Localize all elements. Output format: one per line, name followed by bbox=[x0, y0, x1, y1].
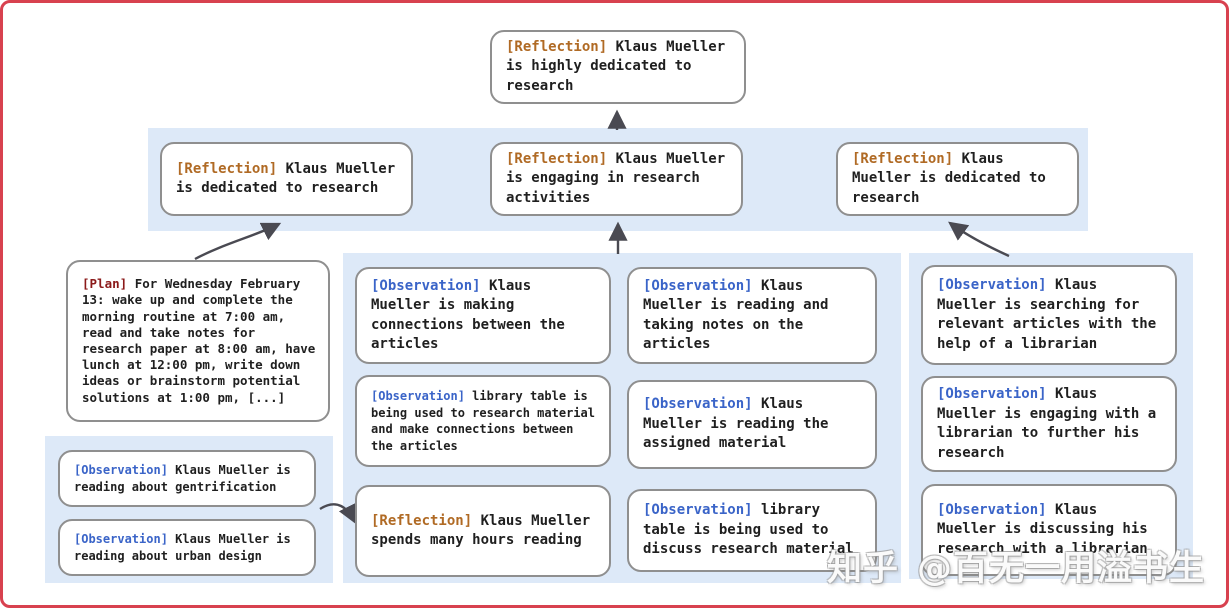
node-text: [Plan] For Wednesday February 13: wake u… bbox=[82, 276, 316, 406]
arrow-right-band-to-right-reflection bbox=[948, 221, 1010, 258]
observation-node-engaging-librarian: [Observation] Klaus Mueller is engaging … bbox=[921, 376, 1177, 472]
observation-tag: [Observation] bbox=[643, 277, 753, 294]
node-body-text: Klaus Mueller is engaging with a librari… bbox=[937, 386, 1157, 461]
node-text: [Observation] Klaus Mueller is reading a… bbox=[74, 462, 302, 495]
node-body-text: Klaus Mueller is reading about urban des… bbox=[74, 532, 291, 563]
node-body-text: library table is being used to research … bbox=[371, 389, 595, 453]
node-text: [Reflection] Klaus Mueller is dedicated … bbox=[176, 160, 399, 199]
node-body-text: Klaus Mueller is searching for relevant … bbox=[937, 277, 1157, 352]
node-text: [Reflection] Klaus Mueller is highly ded… bbox=[506, 38, 732, 97]
node-body-text: library table is being used to discuss r… bbox=[643, 502, 854, 558]
node-text: [Reflection] Klaus Mueller is dedicated … bbox=[852, 150, 1065, 209]
observation-node-making-connections: [Observation] Klaus Mueller is making co… bbox=[355, 267, 611, 364]
node-text: [Observation] Klaus Mueller is reading a… bbox=[74, 531, 302, 564]
reflection-tag: [Reflection] bbox=[371, 512, 473, 529]
reflection-node-top: [Reflection] Klaus Mueller is highly ded… bbox=[490, 30, 746, 104]
observation-node-assigned-material: [Observation] Klaus Mueller is reading t… bbox=[627, 380, 877, 469]
observation-node-library-discuss: [Observation] library table is being use… bbox=[627, 489, 877, 572]
observation-tag: [Observation] bbox=[74, 532, 168, 546]
node-body-text: Klaus Mueller is reading about gentrific… bbox=[74, 463, 291, 494]
arrow-layer bbox=[194, 109, 1010, 525]
reflection-node-row2-mid: [Reflection] Klaus Mueller is engaging i… bbox=[490, 142, 743, 216]
observation-node-taking-notes: [Observation] Klaus Mueller is reading a… bbox=[627, 267, 877, 364]
node-text: [Observation] library table is being use… bbox=[643, 501, 863, 560]
node-body-text: Klaus Mueller is reading and taking note… bbox=[643, 277, 829, 353]
observation-node-searching-articles: [Observation] Klaus Mueller is searching… bbox=[921, 265, 1177, 365]
node-body-text: Klaus Mueller is dedicated to research bbox=[852, 150, 1046, 206]
node-body-text: Klaus Mueller is discussing his research… bbox=[937, 501, 1148, 557]
plan-node: [Plan] For Wednesday February 13: wake u… bbox=[66, 260, 330, 422]
reflection-tag: [Reflection] bbox=[852, 150, 954, 167]
observation-tag: [Observation] bbox=[643, 502, 753, 519]
plan-tag: [Plan] bbox=[82, 276, 128, 292]
observation-tag: [Observation] bbox=[937, 277, 1047, 293]
reflection-tag: [Reflection] bbox=[506, 150, 608, 167]
node-body-text: Klaus Mueller is reading the assigned ma… bbox=[643, 396, 829, 452]
node-text: [Observation] Klaus Mueller is reading a… bbox=[643, 277, 863, 355]
node-text: [Reflection] Klaus Mueller spends many h… bbox=[371, 512, 597, 551]
watermark-brand: 知乎 bbox=[827, 549, 900, 589]
node-body-text: Klaus Mueller is dedicated to research bbox=[176, 160, 396, 197]
observation-node-gentrification: [Observation] Klaus Mueller is reading a… bbox=[58, 450, 316, 507]
reflection-tag: [Reflection] bbox=[506, 38, 608, 55]
observation-tag: [Observation] bbox=[371, 389, 465, 403]
node-body-text: Klaus Mueller is making connections betw… bbox=[371, 277, 565, 353]
reflection-tag: [Reflection] bbox=[176, 160, 278, 177]
node-text: [Observation] Klaus Mueller is discussin… bbox=[937, 501, 1163, 560]
arrow-left-obs-to-mid-reflection bbox=[319, 502, 357, 525]
observation-node-urban-design: [Observation] Klaus Mueller is reading a… bbox=[58, 519, 316, 576]
observation-node-library-research: [Observation] library table is being use… bbox=[355, 375, 611, 467]
watermark-handle: @百无一用溢书生 bbox=[917, 549, 1206, 589]
observation-tag: [Observation] bbox=[643, 396, 753, 413]
node-text: [Observation] Klaus Mueller is reading t… bbox=[643, 395, 863, 454]
reflection-node-hours-reading: [Reflection] Klaus Mueller spends many h… bbox=[355, 485, 611, 577]
observation-node-discussing-research: [Observation] Klaus Mueller is discussin… bbox=[921, 484, 1177, 576]
node-body-text: Klaus Mueller spends many hours reading bbox=[371, 512, 591, 549]
node-text: [Observation] Klaus Mueller is engaging … bbox=[937, 385, 1163, 463]
arrow-plan-to-left-reflection bbox=[194, 222, 282, 261]
node-body-text: Klaus Mueller is highly dedicated to res… bbox=[506, 38, 726, 94]
node-text: [Observation] Klaus Mueller is making co… bbox=[371, 277, 597, 355]
observation-tag: [Observation] bbox=[937, 386, 1047, 402]
node-body-text: Klaus Mueller is engaging in research ac… bbox=[506, 150, 726, 206]
observation-tag: [Observation] bbox=[74, 463, 168, 477]
reflection-node-row2-right: [Reflection] Klaus Mueller is dedicated … bbox=[836, 142, 1079, 216]
node-text: [Reflection] Klaus Mueller is engaging i… bbox=[506, 150, 729, 209]
zhihu-watermark: 知乎 @百无一用溢书生 bbox=[827, 540, 1205, 591]
observation-tag: [Observation] bbox=[371, 277, 481, 294]
node-body-text: For Wednesday February 13: wake up and c… bbox=[82, 276, 316, 405]
node-text: [Observation] Klaus Mueller is searching… bbox=[937, 276, 1163, 354]
reflection-node-row2-left: [Reflection] Klaus Mueller is dedicated … bbox=[160, 142, 413, 216]
node-text: [Observation] library table is being use… bbox=[371, 388, 597, 454]
observation-tag: [Observation] bbox=[937, 501, 1047, 518]
